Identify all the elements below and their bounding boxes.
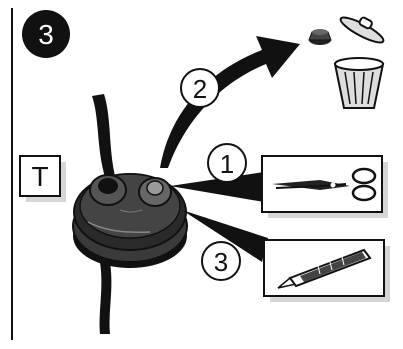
- callout-2: 2: [180, 68, 220, 108]
- callout-3: 3: [201, 241, 241, 281]
- cable-bottom: [99, 262, 112, 334]
- cable-top: [92, 94, 116, 180]
- step-badge: 3: [22, 10, 70, 58]
- callout-3-number: 3: [214, 247, 228, 277]
- discard-arrow: [160, 36, 300, 168]
- trash-can-icon: [333, 16, 385, 109]
- scissors-icon: [272, 167, 377, 202]
- part-label: T: [19, 155, 66, 202]
- callout-1-number: 1: [220, 149, 234, 179]
- step-number: 3: [38, 19, 54, 50]
- callout-1: 1: [207, 143, 247, 183]
- scissors-panel: [261, 155, 388, 218]
- knife-panel: [263, 239, 390, 302]
- pointer-to-scissors: [170, 172, 264, 202]
- utility-knife-icon: [277, 248, 372, 289]
- part-letter: T: [31, 161, 48, 192]
- callout-2-number: 2: [193, 74, 207, 104]
- removed-cap: [308, 29, 332, 45]
- pointer-to-knife: [182, 210, 268, 262]
- grommet: [72, 173, 188, 268]
